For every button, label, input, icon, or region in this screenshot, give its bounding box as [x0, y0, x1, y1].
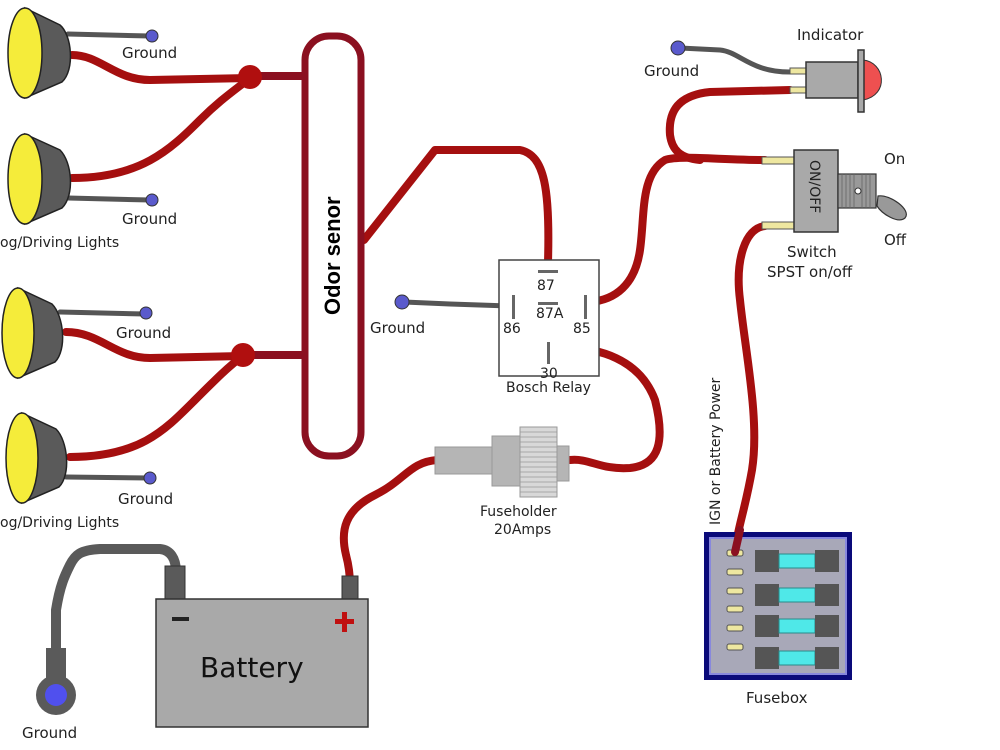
fuse-3[interactable] [755, 615, 839, 637]
wire-lamp2 [68, 74, 254, 182]
battery-label: Battery [200, 651, 304, 684]
odor-sensor[interactable]: Odor senor [301, 32, 365, 460]
battery-pos-terminal [341, 575, 359, 601]
switch-sublabel: SPST on/off [767, 263, 853, 281]
ground-label-lamp2: Ground [122, 210, 177, 228]
ground-point-lamp3 [139, 306, 153, 320]
relay-pin-87a-label: 87A [536, 306, 564, 322]
lamp-1[interactable] [7, 6, 72, 100]
ground-label-battery: Ground [22, 724, 77, 742]
ground-label-indicator: Ground [644, 62, 699, 80]
relay-pin-86 [512, 295, 515, 319]
battery-neg-terminal [164, 565, 186, 601]
wire-fuseholder-battery [339, 456, 441, 589]
bosch-relay[interactable]: 87 87A 86 85 30 Bosch Relay [498, 259, 600, 396]
fuseholder-label: Fuseholder [480, 504, 557, 520]
lamps-group-label-top: og/Driving Lights [0, 235, 119, 251]
relay-pin-85 [584, 295, 587, 319]
wire-lamp1 [68, 51, 254, 84]
lamp-3[interactable] [1, 286, 64, 380]
power-wires [62, 51, 794, 589]
relay-pin-30 [547, 342, 550, 364]
fusebox-label: Fusebox [746, 689, 808, 707]
junction-dot-top [238, 65, 262, 89]
relay-pin-87 [538, 270, 558, 273]
lamp-4[interactable] [5, 411, 68, 505]
fuseholder-rating: 20Amps [494, 522, 551, 538]
switch-off-label: Off [884, 231, 907, 249]
ground-wire-lamp1 [65, 31, 153, 39]
wire-switch-fusebox [732, 222, 769, 552]
fusebox[interactable] [704, 532, 852, 680]
relay-pin-85-label: 85 [573, 321, 591, 337]
relay-pin-30-label: 30 [540, 366, 558, 382]
ground-point-lamp2 [145, 193, 159, 207]
wire-lamp3 [62, 328, 247, 362]
switch-toggle-lever[interactable] [876, 195, 907, 221]
wire-relay30-fuseholder [552, 343, 664, 473]
ground-wire-relay86 [401, 299, 513, 309]
indicator-label: Indicator [797, 26, 864, 44]
ground-wire-lamp2 [65, 195, 153, 203]
battery-neg-symbol [172, 617, 189, 621]
indicator-lamp[interactable] [789, 49, 882, 113]
ground-point-indicator [670, 40, 686, 56]
fuse-4[interactable] [755, 647, 839, 669]
ground-point-lamp4 [143, 471, 157, 485]
junction-dot-bottom [231, 343, 255, 367]
wire-sensor-relay87 [360, 146, 553, 266]
fuse-1[interactable] [755, 550, 839, 572]
battery-pos-symbol [335, 612, 354, 632]
ground-label-lamp1: Ground [122, 44, 177, 62]
wire-indicator-feed [665, 86, 794, 164]
ground-wire-lamp4 [63, 474, 153, 481]
relay-pin-87a [538, 302, 558, 305]
switch-body-label: ON/OFF [806, 160, 822, 213]
fusebox-feed-label: IGN or Battery Power [708, 377, 724, 525]
lamps-group-label-bottom: og/Driving Lights [0, 515, 119, 531]
switch-label: Switch [787, 243, 837, 261]
ground-wire-lamp3 [57, 309, 148, 317]
ground-point-battery [45, 684, 67, 706]
ground-label-relay: Ground [370, 319, 425, 337]
relay-pin-87-label: 87 [537, 278, 555, 294]
wire-relay85-switch [586, 153, 769, 306]
ground-point-relay [394, 294, 410, 310]
indicator-lens [862, 59, 882, 101]
relay-label: Bosch Relay [506, 380, 591, 396]
fuseholder[interactable] [434, 426, 570, 498]
ground-label-lamp3: Ground [116, 324, 171, 342]
wire-lamp4 [66, 352, 247, 461]
ground-wire-battery [51, 544, 181, 655]
fuse-2[interactable] [755, 584, 839, 606]
odor-sensor-label: Odor senor [320, 196, 345, 315]
wire-fusebox-entry [731, 526, 744, 556]
ground-wires [51, 31, 793, 655]
ground-lug-battery [46, 648, 66, 683]
ground-wire-indicator [677, 45, 793, 75]
onoff-switch[interactable]: ON/OFF [761, 149, 907, 233]
ground-point-lamp1 [145, 29, 159, 43]
ground-label-lamp4: Ground [118, 490, 173, 508]
battery[interactable]: Battery [155, 565, 369, 728]
lamp-2[interactable] [7, 132, 72, 226]
switch-on-label: On [884, 150, 905, 168]
relay-pin-86-label: 86 [503, 321, 521, 337]
